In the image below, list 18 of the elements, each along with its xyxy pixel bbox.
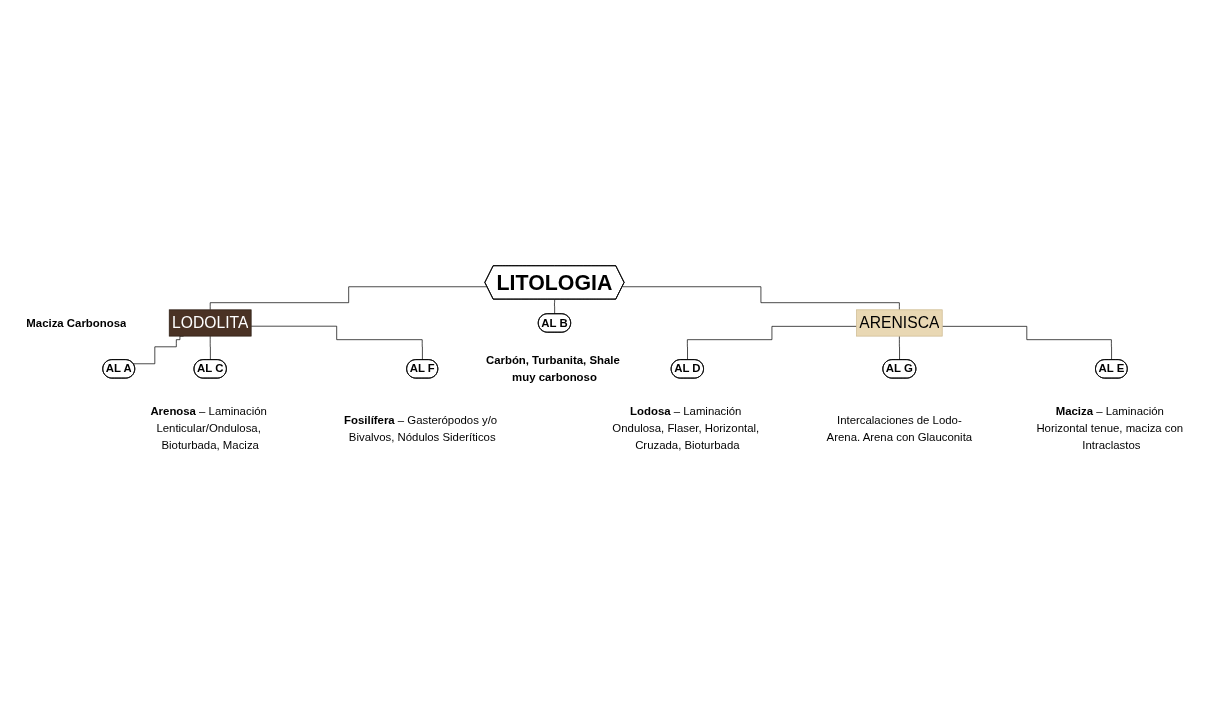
node-label: Intercalaciones de Lodo-Arena. Arena con Glauconita — [826, 413, 973, 443]
connector — [941, 325, 1113, 360]
connector — [899, 335, 901, 360]
connector — [209, 335, 211, 360]
node-box: ARENISCA — [856, 309, 943, 337]
connector — [622, 285, 900, 310]
node-label: Fosilífera – Gasterópodos y/o Bivalvos, Nódulos Sideríticos — [344, 413, 498, 443]
connector — [209, 285, 488, 310]
node-label: Lodosa – Laminación Ondulosa, Flaser, Horizontal, Cruzada, Bioturbada — [612, 404, 760, 451]
node-label: Carbón, Turbanita, Shale muy carbonoso — [485, 353, 620, 383]
connector — [132, 335, 184, 364]
node-label: Arenosa – Laminación Lenticular/Ondulosa, Bioturbada, Maciza — [150, 404, 267, 451]
node-label: Maciza Carbonosa — [26, 316, 127, 329]
connector — [687, 325, 857, 360]
node-box: LODOLITA — [168, 309, 252, 337]
connector — [554, 298, 556, 314]
node-label: Maciza – Laminación Horizontal tenue, maciza con Intraclastos — [1036, 404, 1184, 451]
connector — [250, 325, 423, 360]
